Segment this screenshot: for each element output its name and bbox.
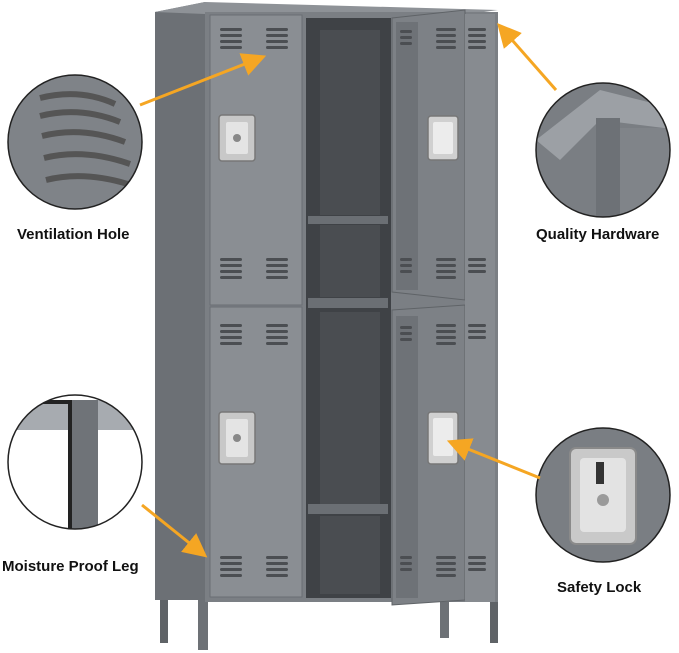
leg-front-left (198, 598, 208, 650)
leg-back-right (490, 598, 498, 643)
arrow-hardware (497, 22, 558, 91)
pointer-arrows (139, 22, 558, 558)
hardware-detail-circle (535, 82, 671, 218)
top-panel (155, 2, 498, 14)
shelf (308, 504, 388, 514)
ventilation-hole-label: Ventilation Hole (17, 226, 130, 243)
side-panel (155, 2, 205, 600)
ventilation-detail-circle (7, 74, 143, 210)
arrow-leg (141, 503, 208, 558)
shelf (308, 298, 388, 308)
leg-back-left (160, 598, 168, 643)
shelf (308, 216, 388, 224)
arrow-lock (446, 438, 541, 480)
leg-detail-circle (7, 394, 143, 530)
door-right-strip (465, 14, 495, 602)
quality-hardware-label: Quality Hardware (536, 226, 660, 243)
door-handle (218, 114, 256, 162)
arrow-ventilation (139, 53, 267, 107)
door-handle (427, 411, 459, 465)
safety-lock-label: Safety Lock (557, 579, 642, 596)
moisture-proof-leg-label: Moisture Proof Leg (2, 558, 139, 575)
locker-cabinet (155, 2, 498, 650)
vent-group (220, 28, 486, 577)
lock-detail-circle (535, 427, 671, 563)
leg-front-right (440, 598, 449, 638)
door-handle (427, 115, 459, 161)
door-handle (218, 411, 256, 465)
